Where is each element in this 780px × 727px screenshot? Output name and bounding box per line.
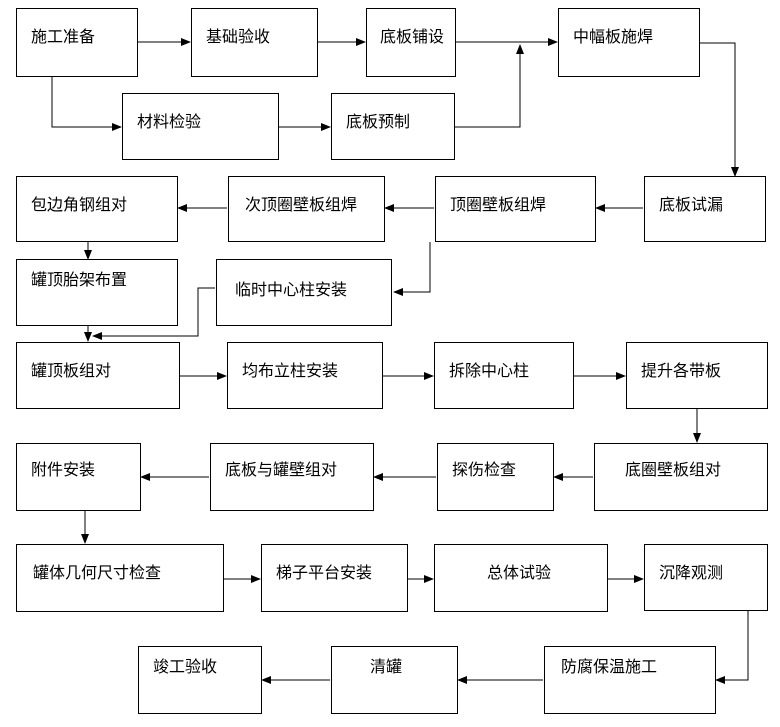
step-label: 次顶圈壁板组焊 <box>245 195 358 214</box>
step-label: 罐体几何尺寸检查 <box>33 563 162 582</box>
step-label: 总体试验 <box>487 563 552 582</box>
step-label: 提升各带板 <box>641 361 722 380</box>
step-middle-plate-welding: 中幅板施焊 <box>558 8 700 77</box>
step-label: 底板铺设 <box>380 27 445 46</box>
step-label: 罐顶板组对 <box>31 361 112 380</box>
step-top-ring-welding: 顶圈壁板组焊 <box>435 176 596 242</box>
step-anticorrosion-insulation: 防腐保温施工 <box>544 646 716 714</box>
step-flaw-detection: 探伤检查 <box>437 443 554 511</box>
step-geometry-check: 罐体几何尺寸检查 <box>16 544 224 612</box>
step-second-top-ring-welding: 次顶圈壁板组焊 <box>228 176 385 242</box>
step-label: 附件安装 <box>31 460 96 479</box>
step-settlement-observation: 沉降观测 <box>644 544 768 611</box>
step-bottom-leak-test: 底板试漏 <box>644 176 766 242</box>
step-overall-test: 总体试验 <box>434 544 608 612</box>
step-ladder-platform: 梯子平台安装 <box>261 544 408 612</box>
step-construction-prep: 施工准备 <box>16 8 138 77</box>
step-label: 基础验收 <box>206 27 271 46</box>
arrow-s6-s4 <box>455 44 524 128</box>
step-label: 梯子平台安装 <box>276 563 373 582</box>
step-label: 底圈壁板组对 <box>625 460 722 479</box>
step-label: 施工准备 <box>31 27 96 46</box>
step-label: 沉降观测 <box>659 563 724 582</box>
step-label: 底板与罐壁组对 <box>225 460 338 479</box>
step-label: 底板预制 <box>346 112 411 131</box>
step-bottom-plate-laying: 底板铺设 <box>366 8 456 77</box>
step-label: 中幅板施焊 <box>573 27 654 46</box>
step-label: 竣工验收 <box>153 657 218 676</box>
step-label: 包边角钢组对 <box>31 195 128 214</box>
step-foundation-acceptance: 基础验收 <box>191 8 318 77</box>
arrow-s4-s10 <box>700 42 739 177</box>
step-roof-frame-setup: 罐顶胎架布置 <box>16 259 178 326</box>
step-label: 材料检验 <box>137 112 202 131</box>
step-remove-center-column: 拆除中心柱 <box>434 342 574 409</box>
step-angle-steel-assembly: 包边角钢组对 <box>16 176 178 242</box>
step-label: 底板试漏 <box>659 195 724 214</box>
step-column-installation: 均布立柱安装 <box>227 342 383 409</box>
step-material-inspection: 材料检验 <box>122 93 279 160</box>
step-label: 顶圈壁板组焊 <box>450 195 547 214</box>
arrow-s12-s13 <box>92 287 215 340</box>
step-label: 临时中心柱安装 <box>235 280 348 299</box>
step-label: 探伤检查 <box>452 460 517 479</box>
step-accessory-installation: 附件安装 <box>16 443 141 511</box>
step-label: 清罐 <box>370 657 403 676</box>
step-label: 均布立柱安装 <box>242 361 339 380</box>
step-label: 拆除中心柱 <box>449 361 530 380</box>
step-label: 防腐保温施工 <box>561 657 658 676</box>
step-roof-plate-assembly: 罐顶板组对 <box>16 342 180 409</box>
step-tank-cleaning: 清罐 <box>331 646 458 714</box>
arrow-s24-s27 <box>715 611 749 684</box>
step-completion-acceptance: 竣工验收 <box>138 646 262 714</box>
arrow-s1-s5 <box>51 77 122 131</box>
step-lift-ring-plates: 提升各带板 <box>626 342 768 409</box>
step-label: 罐顶胎架布置 <box>31 270 128 289</box>
step-temp-center-column: 临时中心柱安装 <box>216 259 392 326</box>
step-bottom-plate-prefab: 底板预制 <box>331 93 455 160</box>
arrow-s9-s12 <box>393 242 431 296</box>
step-bottom-wall-assembly: 底板与罐壁组对 <box>210 443 374 511</box>
step-bottom-ring-assembly: 底圈壁板组对 <box>594 443 768 511</box>
